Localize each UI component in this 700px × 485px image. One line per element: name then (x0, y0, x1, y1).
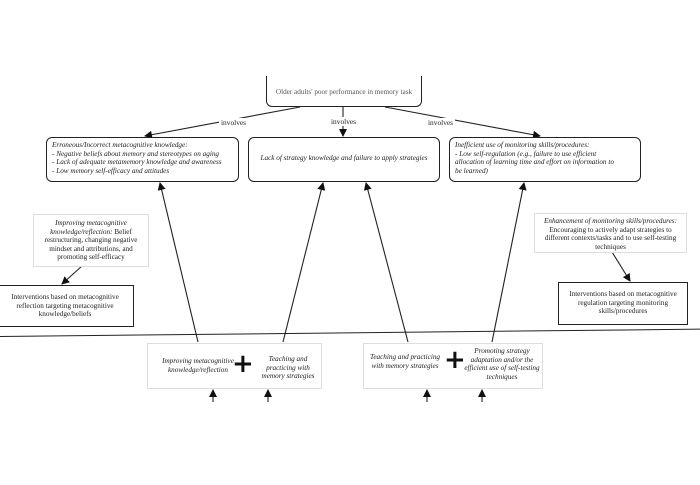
bottom-left-improving-text: Improving metacognitive knowledge/reflec… (162, 357, 234, 374)
bottom-right-promoting-text: Promoting strategy adaptation and/or the… (464, 347, 540, 381)
improving-knowledge-note: Improving metacognitive knowledge/reflec… (33, 214, 149, 267)
involves-label-left: involves (219, 118, 249, 127)
erroneous-knowledge-line-2: - Lack of adequate metamemory knowledge … (52, 158, 222, 167)
inefficient-monitoring-line-1: - Low self-regulation (e.g., failure to … (455, 149, 597, 158)
inefficient-monitoring-box: Inefficient use of monitoring skills/pro… (449, 137, 641, 182)
arrow-up-3 (363, 182, 409, 343)
improving-knowledge-detail: Belief restructuring, changing negative … (44, 227, 138, 262)
involves-line-right (384, 106, 541, 139)
arrow-up-4 (491, 182, 527, 343)
erroneous-knowledge-box: Erroneous/Incorrect metacognitive knowle… (46, 137, 239, 182)
regulation-interventions-text: Interventions based on metacognitive reg… (569, 290, 677, 316)
combined-intervention-right: Teaching and practicing with memory stra… (363, 343, 543, 389)
erroneous-knowledge-title: Erroneous/Incorrect metacognitive knowle… (52, 141, 188, 149)
involves-label-right: involves (426, 118, 456, 127)
enhancement-monitoring-detail: Encouraging to actively adapt strategies… (544, 225, 677, 251)
bottom-left-teaching-text: Teaching and practicing with memory stra… (261, 355, 315, 381)
improving-knowledge-heading: Improving metacognitive knowledge/reflec… (50, 219, 127, 236)
inefficient-monitoring-line-2: allocation of learning time and effort o… (455, 158, 614, 167)
reflection-interventions-text: Interventions based on metacognitive ref… (11, 293, 119, 319)
regulation-interventions-box: Interventions based on metacognitive reg… (558, 282, 688, 325)
plus-icon: + (232, 349, 254, 379)
inefficient-monitoring-line-3: be learned) (455, 166, 488, 175)
poor-performance-text: Older adults' poor performance in memory… (275, 88, 413, 96)
note-left-link (61, 265, 83, 285)
bottom-right-teaching-text: Teaching and practicing with memory stra… (370, 353, 441, 370)
combined-intervention-left: Improving metacognitive knowledge/reflec… (147, 343, 322, 389)
inefficient-monitoring-title: Inefficient use of monitoring skills/pro… (455, 141, 590, 149)
arrow-up-1 (157, 182, 199, 343)
erroneous-knowledge-line-3: - Low memory self-efficacy and attitudes (52, 166, 170, 175)
enhancement-monitoring-heading: Enhancement of monitoring skills/procedu… (543, 217, 677, 225)
lack-of-strategy-box: Lack of strategy knowledge and failure t… (248, 137, 440, 182)
reflection-interventions-box: Interventions based on metacognitive ref… (0, 285, 134, 327)
lack-of-strategy-text: Lack of strategy knowledge and failure t… (260, 154, 428, 162)
note-right-link (611, 251, 631, 282)
enhancement-monitoring-note: Enhancement of monitoring skills/procedu… (534, 213, 687, 253)
erroneous-knowledge-line-1: - Negative beliefs about memory and ster… (52, 149, 220, 158)
poor-performance-box: Older adults' poor performance in memory… (266, 76, 422, 107)
plus-icon: + (444, 345, 466, 375)
arrow-up-2 (282, 182, 326, 343)
involves-label-mid: involves (329, 117, 359, 126)
